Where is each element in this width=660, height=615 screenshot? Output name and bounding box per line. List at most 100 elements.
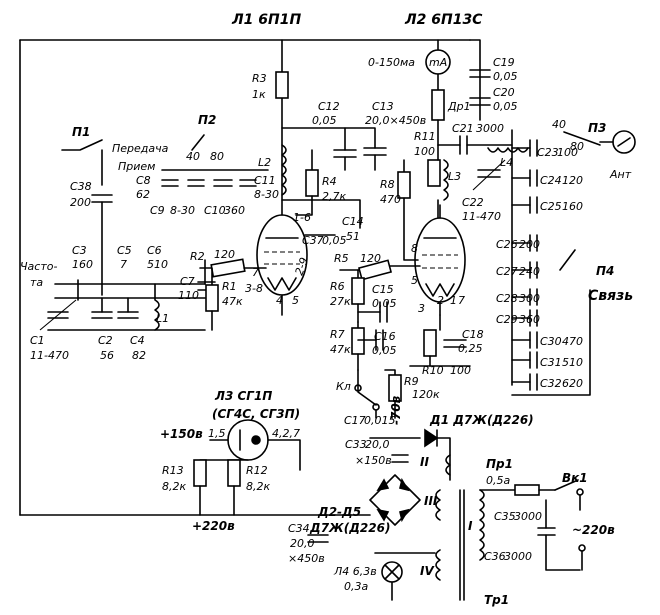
milliammeter: mA 0-150ма	[368, 39, 451, 91]
c35-value: 3000	[514, 510, 542, 523]
r9-value: 120к	[412, 388, 440, 401]
bridge-name: Д2-Д5	[317, 505, 361, 519]
l2-pin-1: 1	[450, 294, 457, 307]
c10-value: 360	[224, 204, 245, 217]
c24-name: C24	[540, 174, 562, 187]
p3-label: П3	[588, 121, 606, 135]
c26-name: C26	[496, 238, 518, 251]
c11-name: C11	[254, 174, 276, 187]
c1-value: 11-470	[30, 349, 69, 362]
r4-value: 2,7к	[322, 190, 346, 203]
resistor-r9: R9 120к	[384, 369, 440, 419]
r7-name: R7	[330, 328, 345, 341]
fuse-rating: 0,5а	[486, 474, 510, 487]
c3-name: C3	[72, 244, 87, 257]
meter-range: 0-150ма	[368, 56, 415, 69]
resistor-r7: R7 47к	[330, 321, 365, 371]
v150-label: +150в	[160, 427, 203, 441]
l1-pin-29: 2-9	[293, 256, 311, 277]
c34-rating: ×450в	[288, 552, 325, 565]
c15-value: 0,05	[372, 297, 397, 310]
r12-name: R12	[246, 464, 268, 477]
r11-value: 100	[414, 145, 435, 158]
r5-name: R5	[334, 252, 349, 265]
c29-name: C29	[496, 313, 518, 326]
r10-name: R10	[422, 364, 444, 377]
output-capacitor-bank: C23 100 C24 120 C25 160 C26 200 C27 240 …	[496, 129, 583, 391]
d1-label: Д1 Д7Ж(Д226)	[429, 413, 534, 427]
l2-pin-5: 5	[411, 274, 418, 287]
c19-name: C19	[493, 56, 515, 69]
mains-label: ~220в	[572, 523, 615, 537]
c27-value: 240	[519, 265, 540, 278]
c34-value: 20,0	[290, 537, 315, 550]
c17-value: 0,015	[364, 414, 396, 427]
winding-1: I	[468, 519, 473, 533]
c9-value: 8-30	[170, 204, 195, 217]
choke-label: Др1	[447, 100, 471, 113]
p3-band80: 80	[570, 140, 584, 153]
p1-label: П1	[72, 125, 90, 139]
lamp-label-2: 0,3а	[344, 580, 368, 593]
c25-name: C25	[540, 200, 562, 213]
c32-value: 620	[562, 377, 583, 390]
c31-name: C31	[540, 356, 562, 369]
c28-value: 300	[519, 292, 540, 305]
c18-name: C18	[462, 328, 484, 341]
c36-value: 3000	[504, 550, 532, 563]
c35-name: C35	[494, 510, 516, 523]
c38-value: 200	[70, 196, 91, 209]
r3-value: 1к	[252, 88, 266, 101]
freq-label-2: та	[30, 276, 43, 289]
c33-value: 20,0	[365, 438, 390, 451]
l2-pin-7: 7	[458, 294, 465, 307]
bias-label: -70в	[389, 395, 403, 425]
fuse-label: Пр1	[486, 457, 513, 471]
resistor-r5: R5 120	[334, 252, 421, 281]
l1-pin-38: 3-8	[245, 282, 263, 295]
l3-tube-line2: (СГ4С, СГ3П)	[212, 407, 300, 421]
l2-pin-8: 8	[411, 242, 418, 255]
capacitor-c21: C21 3000	[437, 122, 513, 155]
c4-value: 82	[132, 349, 146, 362]
p2-band40: 40	[186, 150, 200, 163]
p3-band40: 40	[552, 118, 566, 131]
r11-name: R11	[414, 130, 436, 143]
capacitors-c19-c20: C19 0,05 C20 0,05	[469, 56, 518, 113]
r10-value: 100	[450, 364, 471, 377]
l1-coil-label: L1	[156, 312, 169, 325]
antenna-label: Ант	[609, 168, 632, 181]
receive-label: Прием	[118, 160, 155, 173]
choke-dr1: Др1	[431, 89, 471, 146]
antenna-switch-p3: 40 80 П3 Ант	[552, 118, 636, 181]
c19-value: 0,05	[493, 70, 518, 83]
telegraph-key: Кл C17 0,015	[336, 369, 396, 427]
c28-name: C28	[496, 292, 518, 305]
c5-name: C5	[117, 244, 132, 257]
c23-name: C23	[537, 146, 559, 159]
p4-label: П4	[596, 264, 614, 278]
c3-value: 160	[72, 258, 93, 271]
p2-band80: 80	[210, 150, 224, 163]
key-label: Кл	[336, 380, 351, 393]
c16-value: 0,05	[372, 344, 397, 357]
r4-name: R4	[322, 175, 337, 188]
l2-pin-2: 2	[437, 294, 444, 307]
c30-value: 470	[562, 335, 583, 348]
cathode-l2: C18 0,25 R10 100	[409, 314, 484, 377]
l4-label: L4	[500, 156, 513, 169]
winding-2: II	[420, 455, 429, 469]
capacitor-c15: C15 0,05	[357, 283, 397, 323]
r8-name: R8	[380, 178, 395, 191]
c2-name: C2	[98, 334, 113, 347]
c16-name: C16	[374, 330, 396, 343]
l3-pin-15: 1,5	[208, 427, 226, 440]
c4-name: C4	[130, 334, 145, 347]
v220-label: +220в	[192, 519, 235, 533]
c10-name: C10	[204, 204, 226, 217]
bridge-type: Д7Ж(Д226)	[309, 521, 390, 535]
r8-value: 470	[380, 193, 401, 206]
c30-name: C30	[540, 335, 562, 348]
link-label: Связь	[588, 288, 633, 304]
r9-name: R9	[404, 375, 419, 388]
